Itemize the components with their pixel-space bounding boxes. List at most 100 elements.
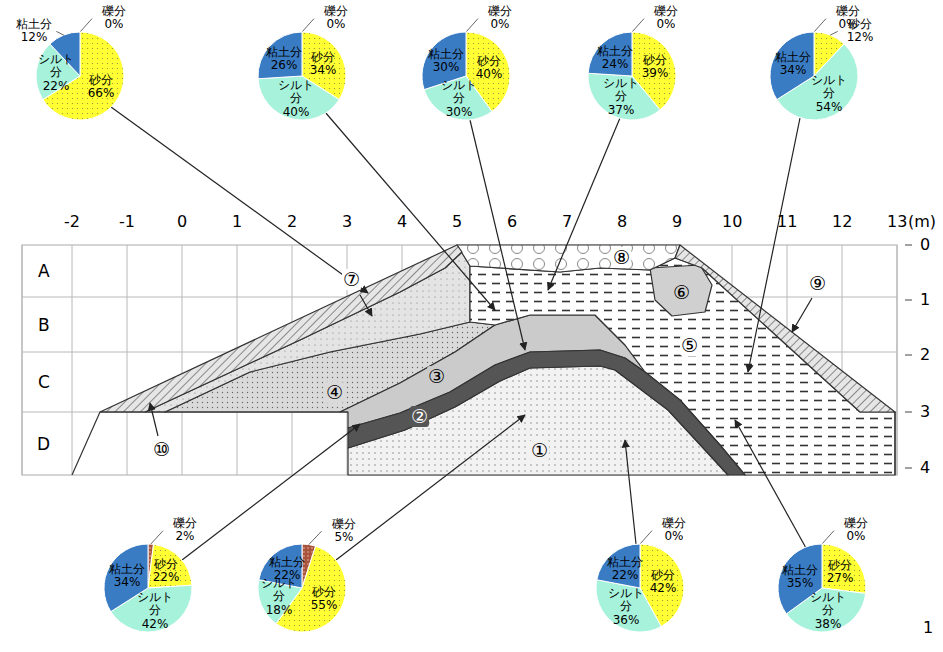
callout-number: ④ (325, 382, 344, 403)
pie-shape (48, 518, 248, 652)
slice-label: 砂分 12% (840, 18, 880, 45)
layer-10 (100, 245, 462, 412)
axis-tick: -2 (64, 213, 80, 231)
axis-tick: -1 (119, 213, 135, 231)
pie-chart: 礫分 0%砂分 40%シルト分 30%粘土分 30% (366, 6, 566, 146)
page-number: 1 (923, 619, 933, 637)
axis-tick: 11 (777, 213, 797, 231)
slice-label: シルト分 18% (259, 577, 299, 617)
axis-tick: 2 (287, 213, 297, 231)
pie-chart: 礫分 2% 砂分 22% シルト分 42%粘土分 34% (48, 518, 248, 652)
slice-label: シルト分 30% (439, 79, 479, 119)
depth-tick: 2 (920, 346, 930, 364)
slice-label: 礫分 5% (324, 518, 364, 545)
slice-label: 砂分 39% (635, 54, 675, 81)
slice-leader (814, 19, 826, 32)
clay-slice (770, 32, 814, 100)
callout-number: ⑨ (808, 273, 827, 294)
axis-unit: (m) (908, 213, 936, 231)
slice-label: シルト分 22% (36, 53, 76, 93)
pie-chart: 礫分 5% 砂分 55%シルト分 18%粘土分 22% (202, 518, 402, 652)
grid-line (182, 245, 183, 475)
slice-leader (640, 531, 652, 544)
axis-tick: 5 (452, 213, 462, 231)
callout-number: ③ (427, 366, 446, 387)
pie-shape (202, 518, 402, 652)
slice-leader (56, 31, 64, 35)
silt-slice (258, 76, 339, 120)
slice-label: 粘土分 34% (107, 563, 147, 590)
slice-label: 砂分 27% (820, 559, 860, 586)
axis-tick: 8 (617, 213, 627, 231)
axis-tick: 9 (672, 213, 682, 231)
row-letter: B (38, 316, 50, 335)
layer-8 (457, 245, 680, 272)
slice-label: 粘土分 22% (605, 556, 645, 583)
axis-tick: 10 (722, 213, 742, 231)
slice-label: 粘土分 12% (14, 18, 54, 45)
pie-chart: 礫分 0%砂分 39%シルト分 37%粘土分 24% (532, 6, 732, 146)
silt-slice (36, 44, 80, 100)
slice-label: 粘土分 35% (780, 564, 820, 591)
axis-tick: 12 (832, 213, 852, 231)
grid-line (127, 245, 128, 475)
pie-chart: 礫分 0% 砂分 27% シルト分 38%粘土分 35% (722, 518, 922, 652)
axis-tick: 4 (397, 213, 407, 231)
slice-label: シルト分 42% (135, 591, 175, 631)
slice-leader (302, 19, 314, 32)
layer-6 (650, 265, 712, 316)
row-letter: C (38, 373, 50, 392)
row-letter: D (37, 435, 50, 454)
leader-arrows (111, 107, 812, 560)
callout-number: ⑦ (342, 269, 361, 290)
row-letter: A (38, 262, 50, 281)
callout-number: ② (410, 406, 429, 427)
depth-tick: 4 (920, 459, 930, 477)
axis-tick: 3 (342, 213, 352, 231)
slice-leader (466, 19, 478, 32)
slice-leader (151, 531, 163, 544)
slice-label: 砂分 22% (146, 558, 186, 585)
callout-number: ⑩ (152, 439, 171, 460)
slice-label: シルト分 37% (601, 77, 641, 117)
pie-chart: 礫分 0%砂分 66%シルト分 22%粘土分 12% (0, 6, 180, 146)
pie-shape (366, 6, 566, 146)
depth-tick: 3 (920, 403, 930, 421)
slice-label: 砂分 34% (303, 51, 343, 78)
depth-tick: 0 (920, 236, 930, 254)
slice-label: 礫分 0% (836, 517, 876, 544)
depth-tick: 1 (920, 291, 930, 309)
slice-label: シルト分 54% (809, 74, 849, 114)
axis-tick: 1 (232, 213, 242, 231)
axis-tick: 7 (562, 213, 572, 231)
slice-label: シルト分 38% (808, 591, 848, 631)
slice-leader (830, 31, 838, 35)
slice-label: 粘土分 22% (267, 556, 307, 583)
slice-label: 礫分 0% (480, 5, 520, 32)
pie-shape (540, 518, 740, 652)
slice-label: 礫分 2% (165, 517, 205, 544)
slice-label: 粘土分 34% (773, 51, 813, 78)
slice-leader (309, 531, 322, 544)
slice-label: 砂分 66% (81, 74, 121, 101)
pie-chart: 礫分 0%砂分 42%シルト分 36%粘土分 22% (540, 518, 740, 652)
slice-leader (822, 531, 834, 544)
pie-shape (202, 6, 402, 146)
slice-leader (632, 19, 644, 32)
layer-9 (675, 245, 895, 412)
axis-tick: 6 (507, 213, 517, 231)
callout-number: ⑧ (612, 247, 631, 268)
callout-number: ⑥ (672, 282, 691, 303)
pie-shape (532, 6, 732, 146)
slice-label: 礫分 0% (316, 5, 356, 32)
slice-label: 砂分 55% (304, 586, 344, 613)
slice-label: シルト分 40% (276, 79, 316, 119)
pie-chart: 礫分 0%砂分 12%シルト分 54%粘土分 34% (714, 6, 914, 146)
callout-number: ① (530, 440, 549, 461)
grid-line (897, 245, 898, 475)
callout-number: ⑤ (680, 335, 699, 356)
slice-label: シルト分 36% (606, 587, 646, 627)
axis-tick: 0 (177, 213, 187, 231)
slice-label: 砂分 42% (643, 569, 683, 596)
